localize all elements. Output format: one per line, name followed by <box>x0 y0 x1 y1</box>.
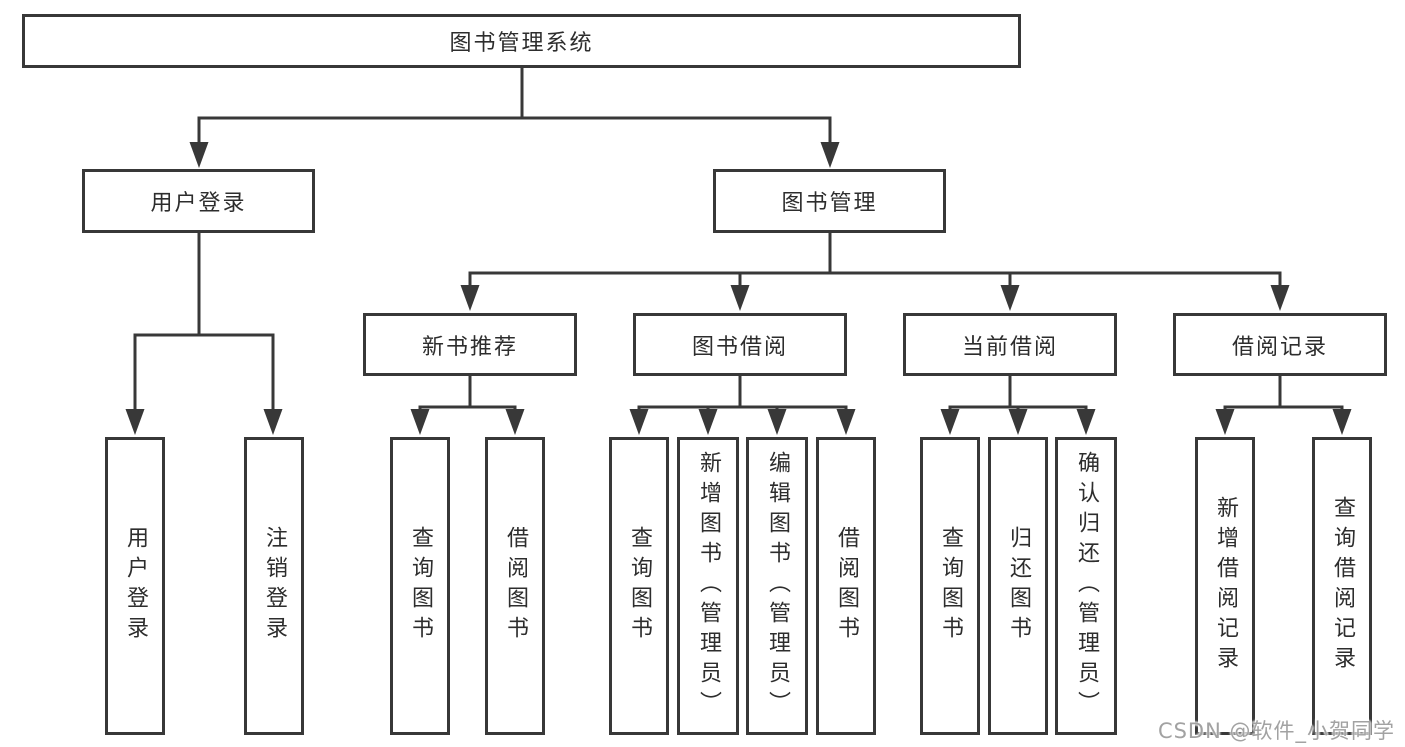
connector-root-to-level1 <box>189 66 840 168</box>
leaf-newbook-query-books: 查询图书 <box>390 437 450 735</box>
leaf-logout: 注销登录 <box>244 437 304 735</box>
connector-user-login-children <box>125 231 283 435</box>
connector-records-children <box>1215 374 1352 435</box>
connector-new-book-children <box>410 374 525 435</box>
leaf-confirm-return-admin: 确认归还（管理员） <box>1055 437 1117 735</box>
node-new-book-recommend: 新书推荐 <box>363 313 577 376</box>
node-borrow-records: 借阅记录 <box>1173 313 1387 376</box>
node-user-login-label: 用户登录 <box>150 191 247 216</box>
leaf-borrow-query-books-label: 查询图书 <box>627 526 652 646</box>
leaf-newbook-borrow-books: 借阅图书 <box>485 437 545 735</box>
node-root-system-label: 图书管理系统 <box>449 31 594 56</box>
node-book-borrowing-label: 图书借阅 <box>691 334 788 360</box>
node-book-borrowing: 图书借阅 <box>633 313 847 376</box>
connector-current-borrow-children <box>940 374 1096 435</box>
node-book-management: 图书管理 <box>713 169 946 233</box>
leaf-return-books-label: 归还图书 <box>1006 526 1031 646</box>
leaf-add-borrow-record: 新增借阅记录 <box>1195 437 1255 735</box>
leaf-logout-label: 注销登录 <box>262 526 287 646</box>
node-root-system: 图书管理系统 <box>22 14 1021 68</box>
connector-book-borrow-children <box>629 374 856 435</box>
node-current-borrowing: 当前借阅 <box>903 313 1117 376</box>
leaf-edit-book-admin: 编辑图书（管理员） <box>746 437 808 735</box>
leaf-user-login-label: 用户登录 <box>123 526 148 646</box>
leaf-return-books: 归还图书 <box>988 437 1048 735</box>
leaf-borrow-books-label: 借阅图书 <box>834 526 859 646</box>
leaf-add-borrow-record-label: 新增借阅记录 <box>1213 496 1238 676</box>
leaf-current-query-books: 查询图书 <box>920 437 980 735</box>
leaf-add-book-admin-label: 新增图书（管理员） <box>696 451 721 721</box>
node-current-borrowing-label: 当前借阅 <box>961 334 1058 360</box>
leaf-newbook-borrow-books-label: 借阅图书 <box>503 526 528 646</box>
node-new-book-recommend-label: 新书推荐 <box>421 334 518 360</box>
leaf-newbook-query-books-label: 查询图书 <box>408 526 433 646</box>
connector-book-mgmt-children <box>460 231 1290 311</box>
leaf-add-book-admin: 新增图书（管理员） <box>677 437 739 735</box>
node-borrow-records-label: 借阅记录 <box>1231 334 1328 360</box>
leaf-query-borrow-record: 查询借阅记录 <box>1312 437 1372 735</box>
leaf-query-borrow-record-label: 查询借阅记录 <box>1330 496 1355 676</box>
leaf-borrow-books: 借阅图书 <box>816 437 876 735</box>
leaf-user-login: 用户登录 <box>105 437 165 735</box>
node-book-management-label: 图书管理 <box>781 191 878 216</box>
leaf-edit-book-admin-label: 编辑图书（管理员） <box>765 451 790 721</box>
node-user-login: 用户登录 <box>82 169 315 233</box>
leaf-borrow-query-books: 查询图书 <box>609 437 669 735</box>
leaf-current-query-books-label: 查询图书 <box>938 526 963 646</box>
csdn-watermark: CSDN @软件_小贺同学 <box>1157 719 1395 743</box>
leaf-confirm-return-admin-label: 确认归还（管理员） <box>1074 451 1099 721</box>
